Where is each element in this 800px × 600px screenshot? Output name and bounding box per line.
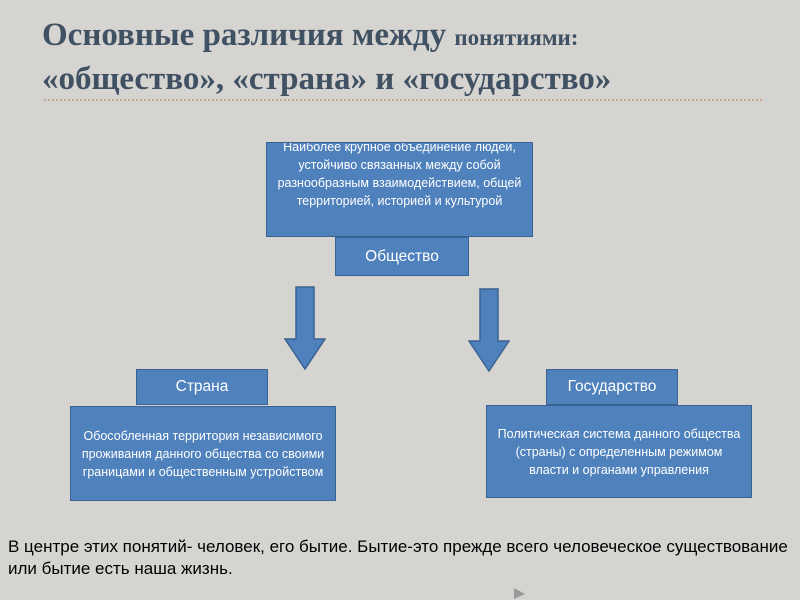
society-label-box: Общество	[335, 237, 469, 276]
state-label: Государство	[567, 378, 657, 395]
society-label: Общество	[365, 247, 439, 265]
title-line2: «общество», «страна» и «государство»	[42, 61, 612, 97]
country-description: Обособленная территория независимого про…	[81, 428, 325, 479]
state-label-box: Государство	[546, 369, 678, 405]
down-arrow-right-icon	[468, 288, 510, 372]
society-description-box: Наиболее крупное объединение людей, усто…	[266, 142, 533, 237]
state-description-box: Политическая система данного общества (с…	[486, 405, 752, 498]
slide-title: Основные различия между понятиями: «обще…	[42, 14, 782, 100]
state-description: Политическая система данного общества (с…	[497, 426, 741, 477]
down-arrow-left-icon	[284, 286, 326, 370]
country-description-box: Обособленная территория независимого про…	[70, 406, 336, 501]
play-triangle-icon[interactable]	[512, 587, 526, 600]
footer-text: В центре этих понятий- человек, его быти…	[8, 537, 788, 578]
country-label: Страна	[175, 378, 229, 395]
title-line1-small: понятиями:	[454, 25, 579, 50]
country-label-box: Страна	[136, 369, 268, 405]
title-divider	[44, 99, 762, 101]
society-description: Наиболее крупное объединение людей, усто…	[277, 142, 522, 208]
title-line1-main: Основные различия между	[42, 17, 455, 53]
